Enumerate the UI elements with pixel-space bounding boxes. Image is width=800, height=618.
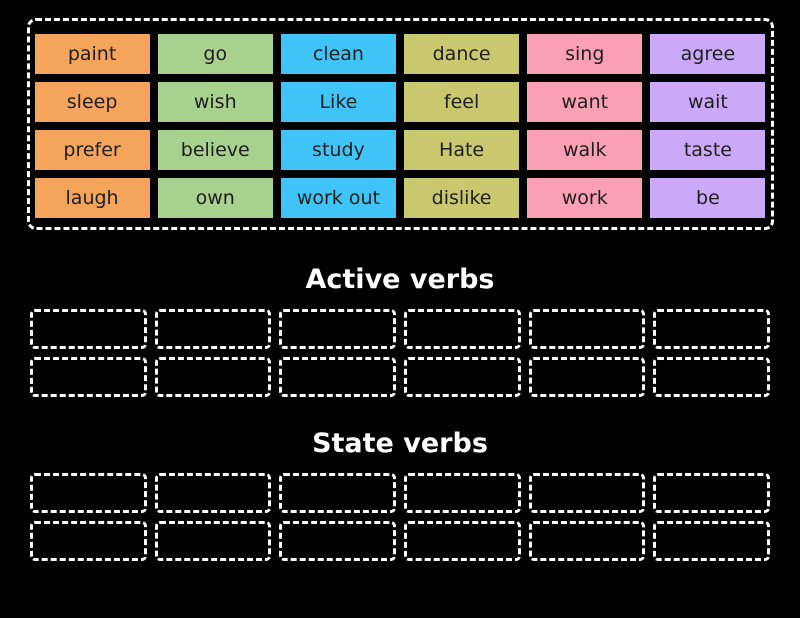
- drop-slot[interactable]: [653, 521, 770, 561]
- word-tile[interactable]: be: [648, 176, 768, 220]
- word-tile[interactable]: wish: [155, 80, 275, 124]
- group-title-state-verbs: State verbs: [312, 428, 488, 459]
- drop-slot[interactable]: [528, 473, 646, 513]
- slot-grid-active-verbs: [30, 309, 770, 397]
- group-section-active-verbs: Active verbs: [0, 264, 800, 397]
- drop-slot[interactable]: [279, 473, 396, 513]
- drop-slot[interactable]: [528, 521, 646, 561]
- drop-slot[interactable]: [154, 357, 272, 397]
- drop-slot[interactable]: [653, 357, 770, 397]
- group-section-state-verbs: State verbs: [0, 428, 800, 561]
- drop-slot[interactable]: [403, 521, 521, 561]
- word-tile[interactable]: Hate: [401, 128, 522, 172]
- word-tile[interactable]: go: [155, 32, 275, 76]
- drop-slot[interactable]: [30, 357, 147, 397]
- word-tile[interactable]: work out: [278, 176, 398, 220]
- word-tile[interactable]: paint: [32, 32, 152, 76]
- drop-slot[interactable]: [154, 521, 272, 561]
- word-tile[interactable]: feel: [401, 80, 522, 124]
- word-tile[interactable]: dislike: [401, 176, 522, 220]
- drop-slot[interactable]: [403, 309, 521, 349]
- group-title-active-verbs: Active verbs: [305, 264, 495, 295]
- word-tile[interactable]: study: [278, 128, 398, 172]
- word-tile[interactable]: work: [525, 176, 645, 220]
- drop-slot[interactable]: [653, 473, 770, 513]
- drop-slot[interactable]: [30, 521, 147, 561]
- word-tile[interactable]: wait: [648, 80, 768, 124]
- word-tile[interactable]: agree: [648, 32, 768, 76]
- drop-slot[interactable]: [154, 473, 272, 513]
- word-tile[interactable]: Like: [278, 80, 398, 124]
- drop-slot[interactable]: [653, 309, 770, 349]
- drop-slot[interactable]: [403, 357, 521, 397]
- word-tile[interactable]: clean: [278, 32, 398, 76]
- word-tile[interactable]: believe: [155, 128, 275, 172]
- word-tile[interactable]: sing: [525, 32, 645, 76]
- drop-slot[interactable]: [279, 357, 396, 397]
- slot-grid-state-verbs: [30, 473, 770, 561]
- word-tile[interactable]: prefer: [32, 128, 152, 172]
- drop-slot[interactable]: [30, 473, 147, 513]
- drop-slot[interactable]: [528, 309, 646, 349]
- word-tile[interactable]: laugh: [32, 176, 152, 220]
- drop-slot[interactable]: [30, 309, 147, 349]
- drop-slot[interactable]: [279, 309, 396, 349]
- word-tile[interactable]: own: [155, 176, 275, 220]
- drop-slot[interactable]: [279, 521, 396, 561]
- word-tile[interactable]: walk: [525, 128, 645, 172]
- drop-slot[interactable]: [528, 357, 646, 397]
- word-tile[interactable]: want: [525, 80, 645, 124]
- word-tile[interactable]: dance: [401, 32, 522, 76]
- word-tile[interactable]: taste: [648, 128, 768, 172]
- drop-slot[interactable]: [403, 473, 521, 513]
- word-tile[interactable]: sleep: [32, 80, 152, 124]
- drop-slot[interactable]: [154, 309, 272, 349]
